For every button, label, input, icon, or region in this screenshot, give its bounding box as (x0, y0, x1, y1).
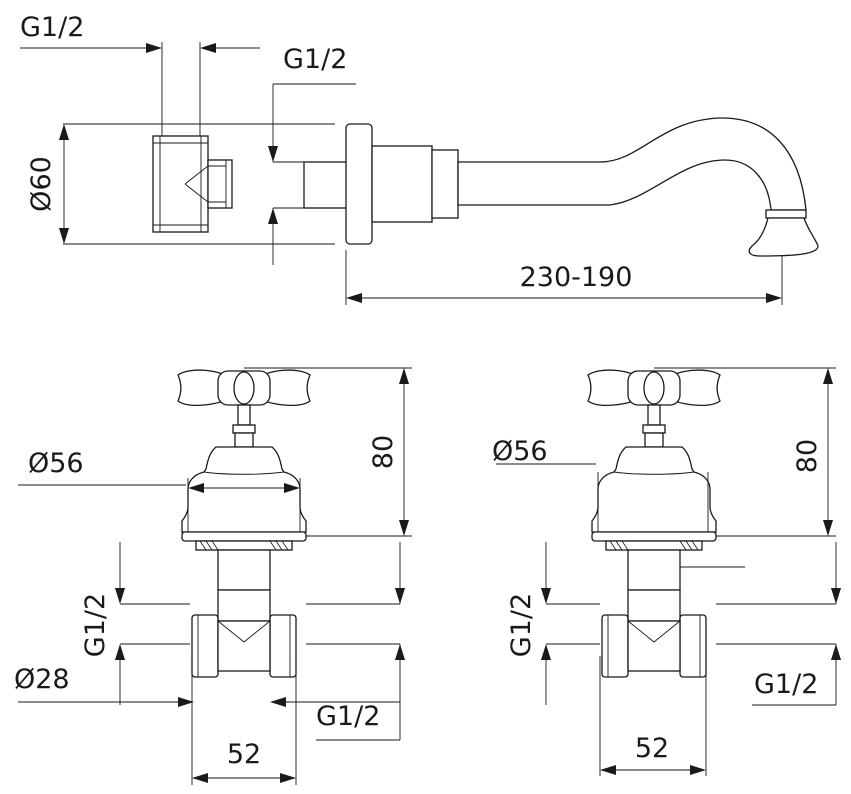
label-bell-diameter: Ø56 (28, 448, 84, 479)
label-spout-length: 230-190 (520, 262, 633, 293)
spout (303, 117, 819, 257)
label-flange-diameter: Ø60 (26, 156, 57, 212)
label-height: 80 (368, 435, 399, 469)
label-thread-vertical: G1/2 (80, 593, 111, 657)
label-width: 52 (227, 739, 261, 770)
label-thread-vertical: G1/2 (506, 593, 537, 657)
tee-fitting (152, 135, 233, 233)
label-bell-diameter: Ø56 (492, 436, 548, 467)
valve-left: 80 Ø56 G1/2 Ø28 G1/2 52 (14, 367, 412, 785)
valve-right: 80 Ø56 G1/2 G1/2 52 (492, 367, 841, 776)
label-height: 80 (792, 439, 823, 473)
label-thread-left: G1/2 (20, 12, 84, 43)
label-thread-outlet: G1/2 (316, 701, 380, 732)
label-width: 52 (635, 733, 669, 764)
label-inlet-diameter: Ø28 (14, 664, 70, 695)
label-thread-outlet: G1/2 (754, 669, 818, 700)
label-thread-right: G1/2 (283, 44, 347, 75)
top-view: G1/2 G1/2 Ø60 230-190 (20, 12, 819, 305)
